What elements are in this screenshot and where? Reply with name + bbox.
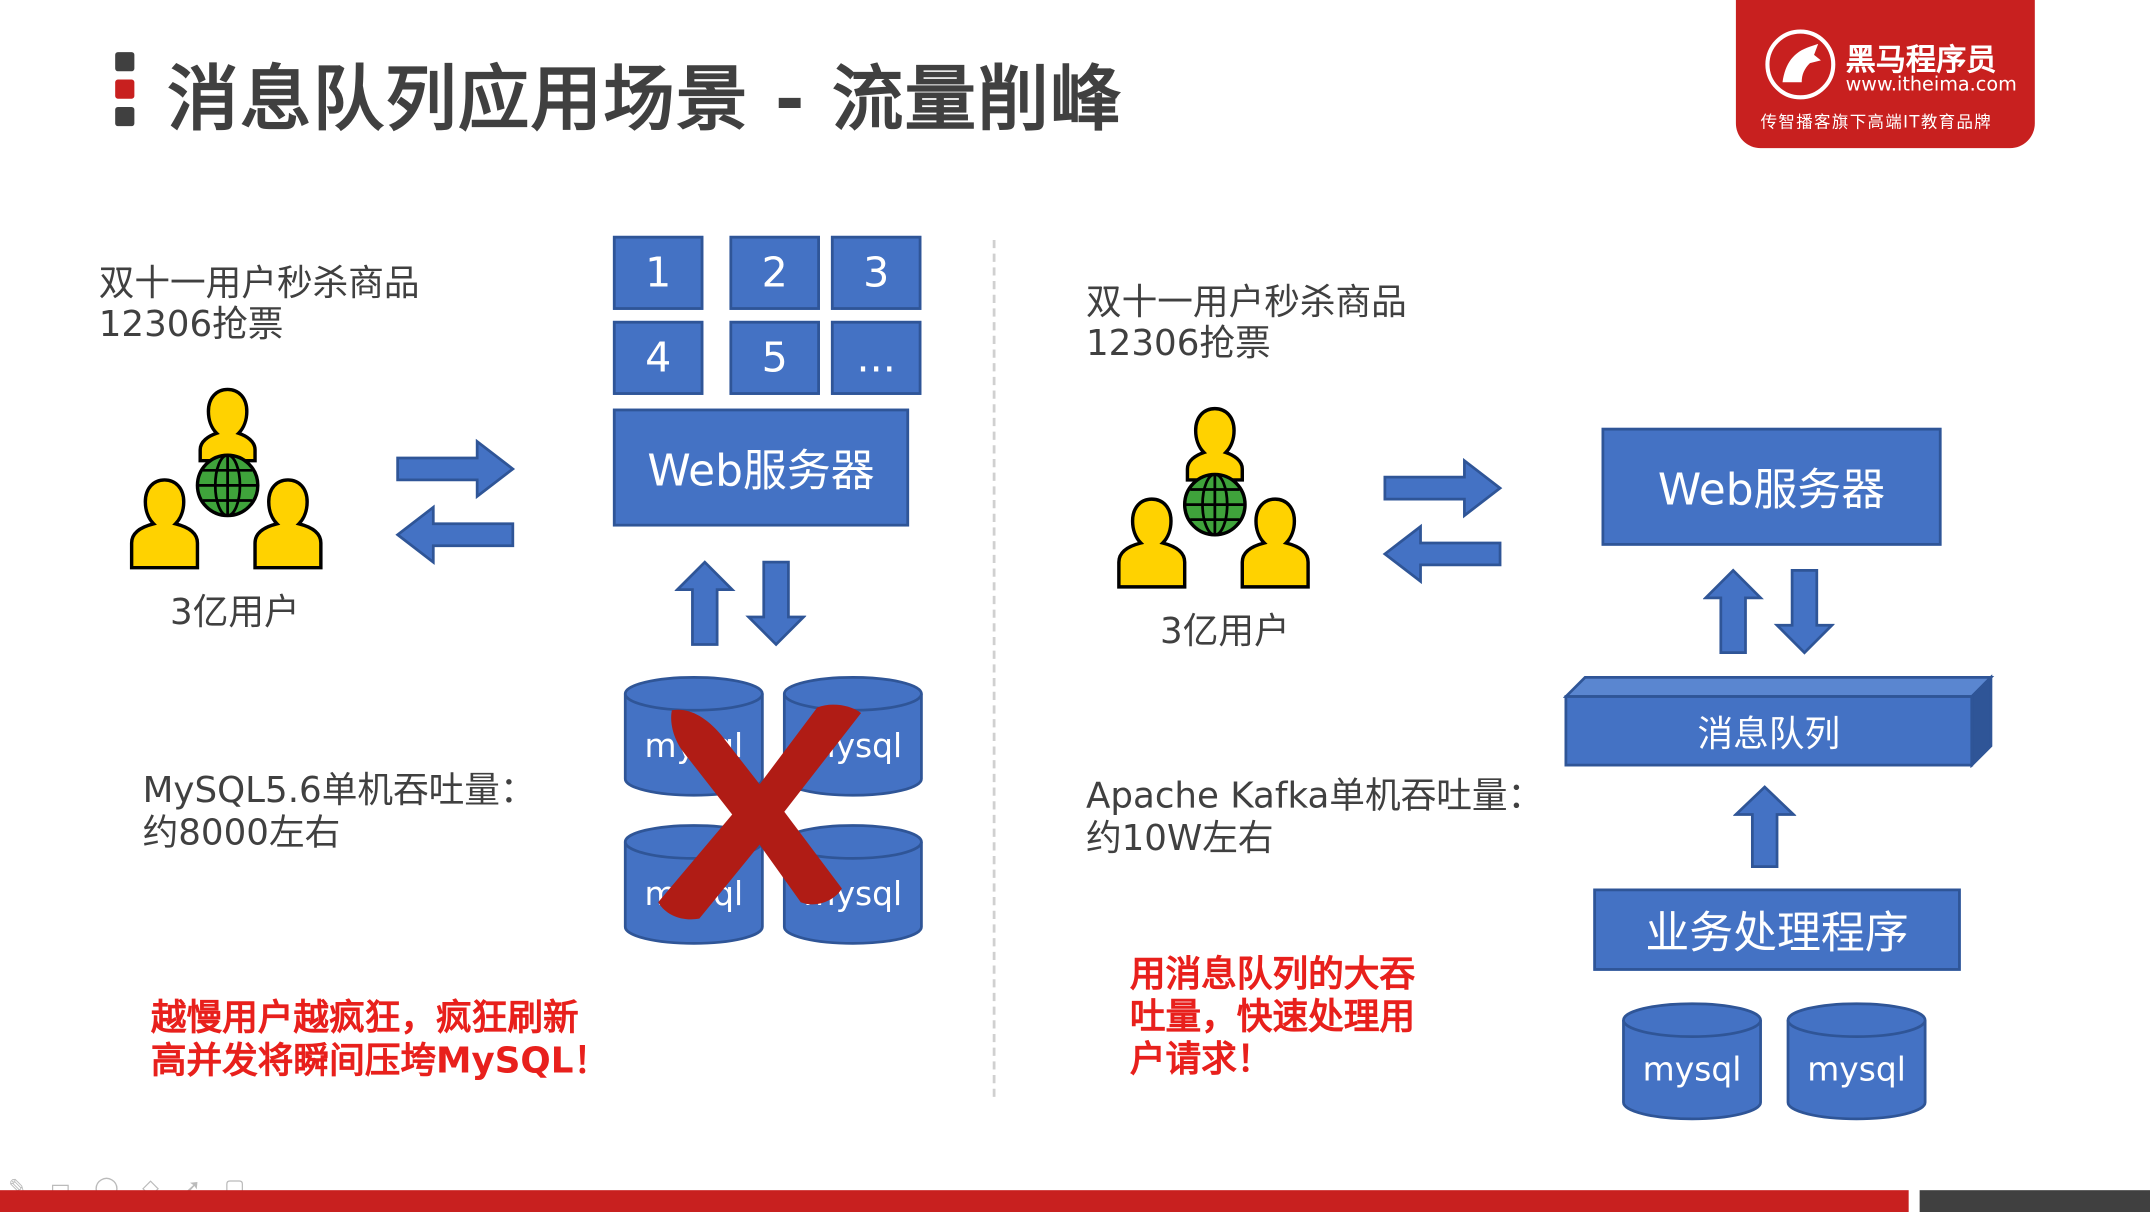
section-divider xyxy=(992,239,996,1097)
right-request-arrows xyxy=(1382,457,1503,585)
users-globe-icon xyxy=(1117,406,1310,589)
red-x-icon xyxy=(658,704,862,920)
footer-bar-red xyxy=(0,1190,1909,1212)
title-bullet-bottom xyxy=(115,106,135,127)
grid-cell-1: 1 xyxy=(612,235,704,310)
arrow-up-icon xyxy=(674,560,736,646)
brand-slogan: 传智播客旗下高端IT教育品牌 xyxy=(1760,112,1993,132)
brand-logo: 黑马程序员 www.itheima.com 传智播客旗下高端IT教育品牌 xyxy=(1735,0,2035,149)
left-warning-line1: 越慢用户越疯狂，疯狂刷新 xyxy=(150,998,579,1040)
message-queue-label: 消息队列 xyxy=(1697,713,1841,755)
grid-cell-2: 2 xyxy=(729,235,820,310)
left-throughput-line1: MySQL5.6单机吞吐量： xyxy=(142,770,536,812)
arrow-up-icon xyxy=(1733,785,1797,868)
svg-text:mysql: mysql xyxy=(1643,1049,1742,1088)
database-cylinder-icon: mysql xyxy=(1786,1002,1927,1121)
grid-cell-3: 3 xyxy=(830,235,922,310)
arrow-right-icon xyxy=(1383,457,1503,519)
arrow-left-icon xyxy=(1382,523,1502,585)
message-queue-shape xyxy=(1563,674,1995,768)
left-scenario-line2: 12306抢票 xyxy=(98,304,284,346)
left-users-label: 3亿用户 xyxy=(170,592,300,634)
right-scenario-line1: 双十一用户秒杀商品 xyxy=(1085,282,1407,324)
arrow-right-icon xyxy=(396,438,516,500)
horse-logo-icon xyxy=(1765,29,1836,100)
svg-text:mysql: mysql xyxy=(1807,1049,1906,1088)
right-note-line2: 吐量，快速处理用 xyxy=(1129,996,1416,1038)
right-users-label: 3亿用户 xyxy=(1160,611,1290,653)
right-throughput-line2: 约10W左右 xyxy=(1085,818,1274,860)
footer-bar-dark xyxy=(1919,1190,2150,1212)
right-scenario-line2: 12306抢票 xyxy=(1085,323,1271,365)
left-web-server: Web服务器 xyxy=(612,408,910,527)
database-cylinder-icon: mysql xyxy=(1622,1002,1762,1121)
right-note-line1: 用消息队列的大吞 xyxy=(1129,954,1416,996)
arrow-up-icon xyxy=(1702,568,1764,655)
grid-cell-more: ... xyxy=(830,320,922,395)
title-bullet-middle xyxy=(115,79,135,99)
grid-cell-4: 4 xyxy=(612,320,704,395)
right-throughput-line1: Apache Kafka单机吞吐量： xyxy=(1085,776,1544,818)
right-server-queue-arrows xyxy=(1702,568,1835,655)
business-processor: 业务处理程序 xyxy=(1593,888,1961,971)
slide-title: 消息队列应用场景 - 流量削峰 xyxy=(167,58,1123,142)
brand-name: 黑马程序员 xyxy=(1845,43,1997,79)
left-scenario-line1: 双十一用户秒杀商品 xyxy=(98,263,420,305)
title-bullet-top xyxy=(115,52,135,72)
left-warning-line2: 高并发将瞬间压垮MySQL！ xyxy=(150,1040,610,1082)
left-server-db-arrows xyxy=(674,560,807,647)
right-web-server: Web服务器 xyxy=(1601,427,1942,546)
left-throughput-line2: 约8000左右 xyxy=(142,813,341,855)
arrow-left-icon xyxy=(395,504,515,565)
left-request-arrows xyxy=(395,438,516,565)
brand-url: www.itheima.com xyxy=(1845,74,2017,96)
arrow-down-icon xyxy=(1773,569,1835,655)
arrow-down-icon xyxy=(745,560,807,647)
right-mysql-cluster: mysql mysql xyxy=(1622,1002,1927,1121)
users-globe-icon xyxy=(129,387,323,570)
grid-cell-5: 5 xyxy=(729,320,820,395)
right-note-line3: 户请求！ xyxy=(1129,1039,1273,1081)
